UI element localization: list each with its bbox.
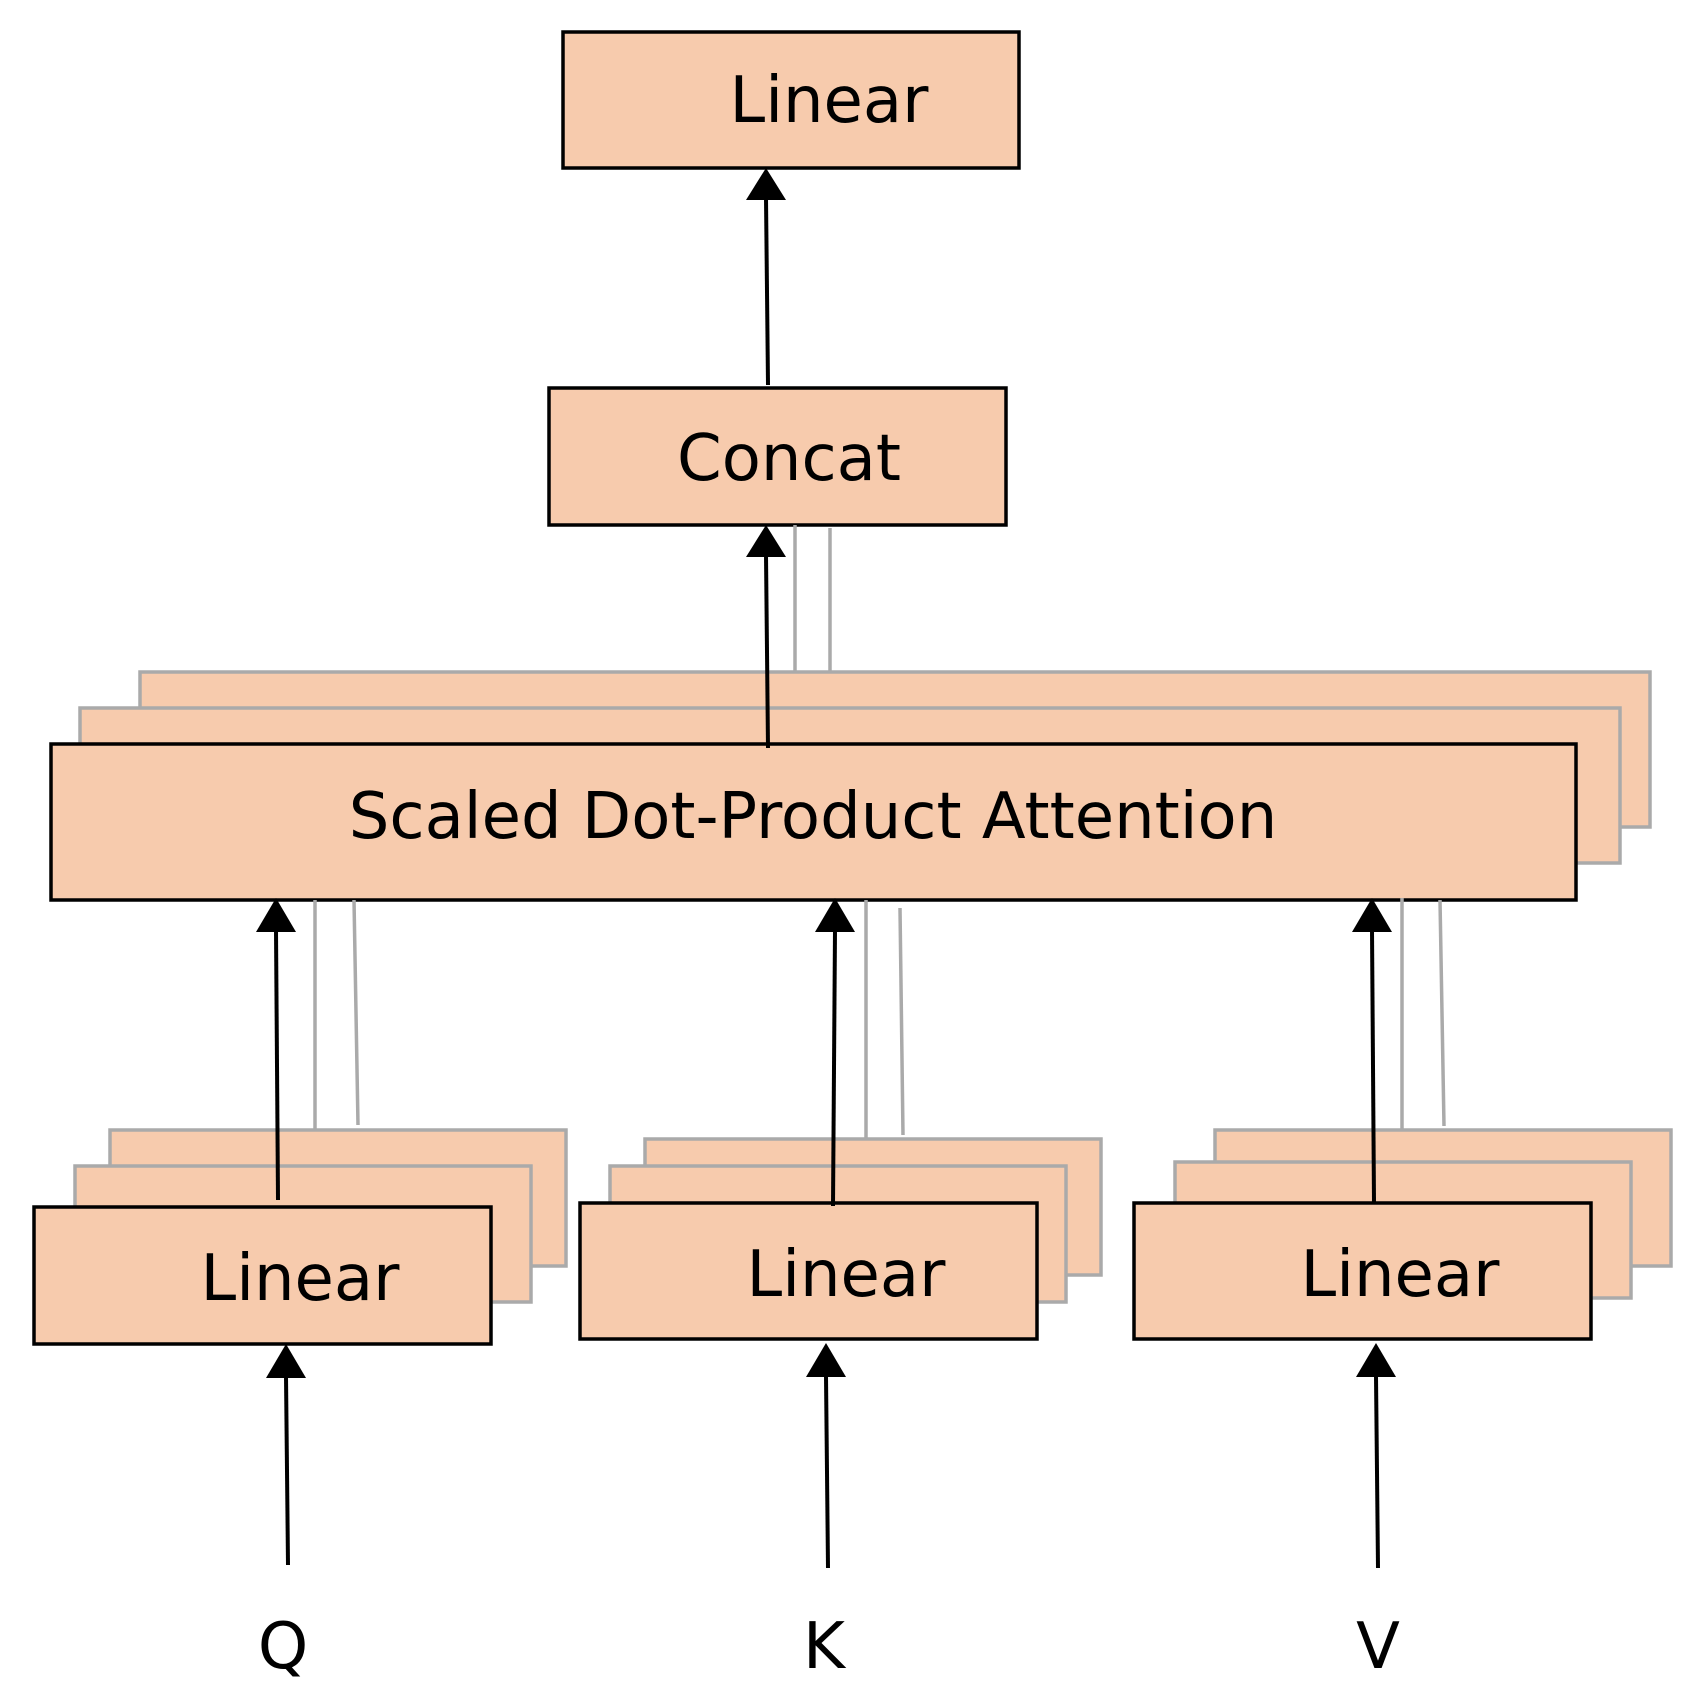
attention-stack: Scaled Dot-Product Attention xyxy=(49,670,1652,902)
arrow-concat-to-linear xyxy=(746,168,786,386)
linear-q-stack: Linear xyxy=(32,1128,568,1346)
linear-output-label: Linear xyxy=(730,64,930,138)
linear-output-block: Linear xyxy=(561,30,1021,170)
ghost-line-k-2 xyxy=(898,907,905,1136)
arrow-linear-q-to-attention xyxy=(256,898,296,1201)
linear-v-stack: Linear xyxy=(1132,1128,1673,1341)
linear-q-box xyxy=(32,1205,493,1346)
input-q-label: Q xyxy=(258,1610,308,1684)
arrow-q-to-linear xyxy=(266,1344,306,1566)
linear-k-label: Linear xyxy=(747,1238,947,1312)
linear-v-box xyxy=(1132,1201,1593,1341)
linear-k-box xyxy=(578,1201,1039,1341)
linear-k-stack: Linear xyxy=(578,1137,1103,1341)
input-k-label: K xyxy=(803,1610,847,1684)
ghost-line-q-2 xyxy=(352,899,360,1126)
attention-label: Scaled Dot-Product Attention xyxy=(349,780,1278,854)
linear-v-label: Linear xyxy=(1301,1238,1501,1312)
concat-block: Concat xyxy=(547,386,1008,527)
linear-q-label: Linear xyxy=(201,1242,401,1316)
concat-box xyxy=(547,386,1008,527)
arrow-linear-v-to-attention xyxy=(1352,898,1392,1204)
concat-label: Concat xyxy=(677,422,901,496)
arrow-linear-k-to-attention xyxy=(815,898,855,1207)
arrow-v-to-linear xyxy=(1356,1343,1396,1569)
ghost-line-v-2 xyxy=(1438,899,1446,1127)
attention-box xyxy=(49,742,1578,902)
input-v-label: V xyxy=(1356,1610,1400,1684)
linear-output-box xyxy=(561,30,1021,170)
arrow-attention-to-concat xyxy=(746,525,786,749)
arrow-k-to-linear xyxy=(806,1343,846,1569)
